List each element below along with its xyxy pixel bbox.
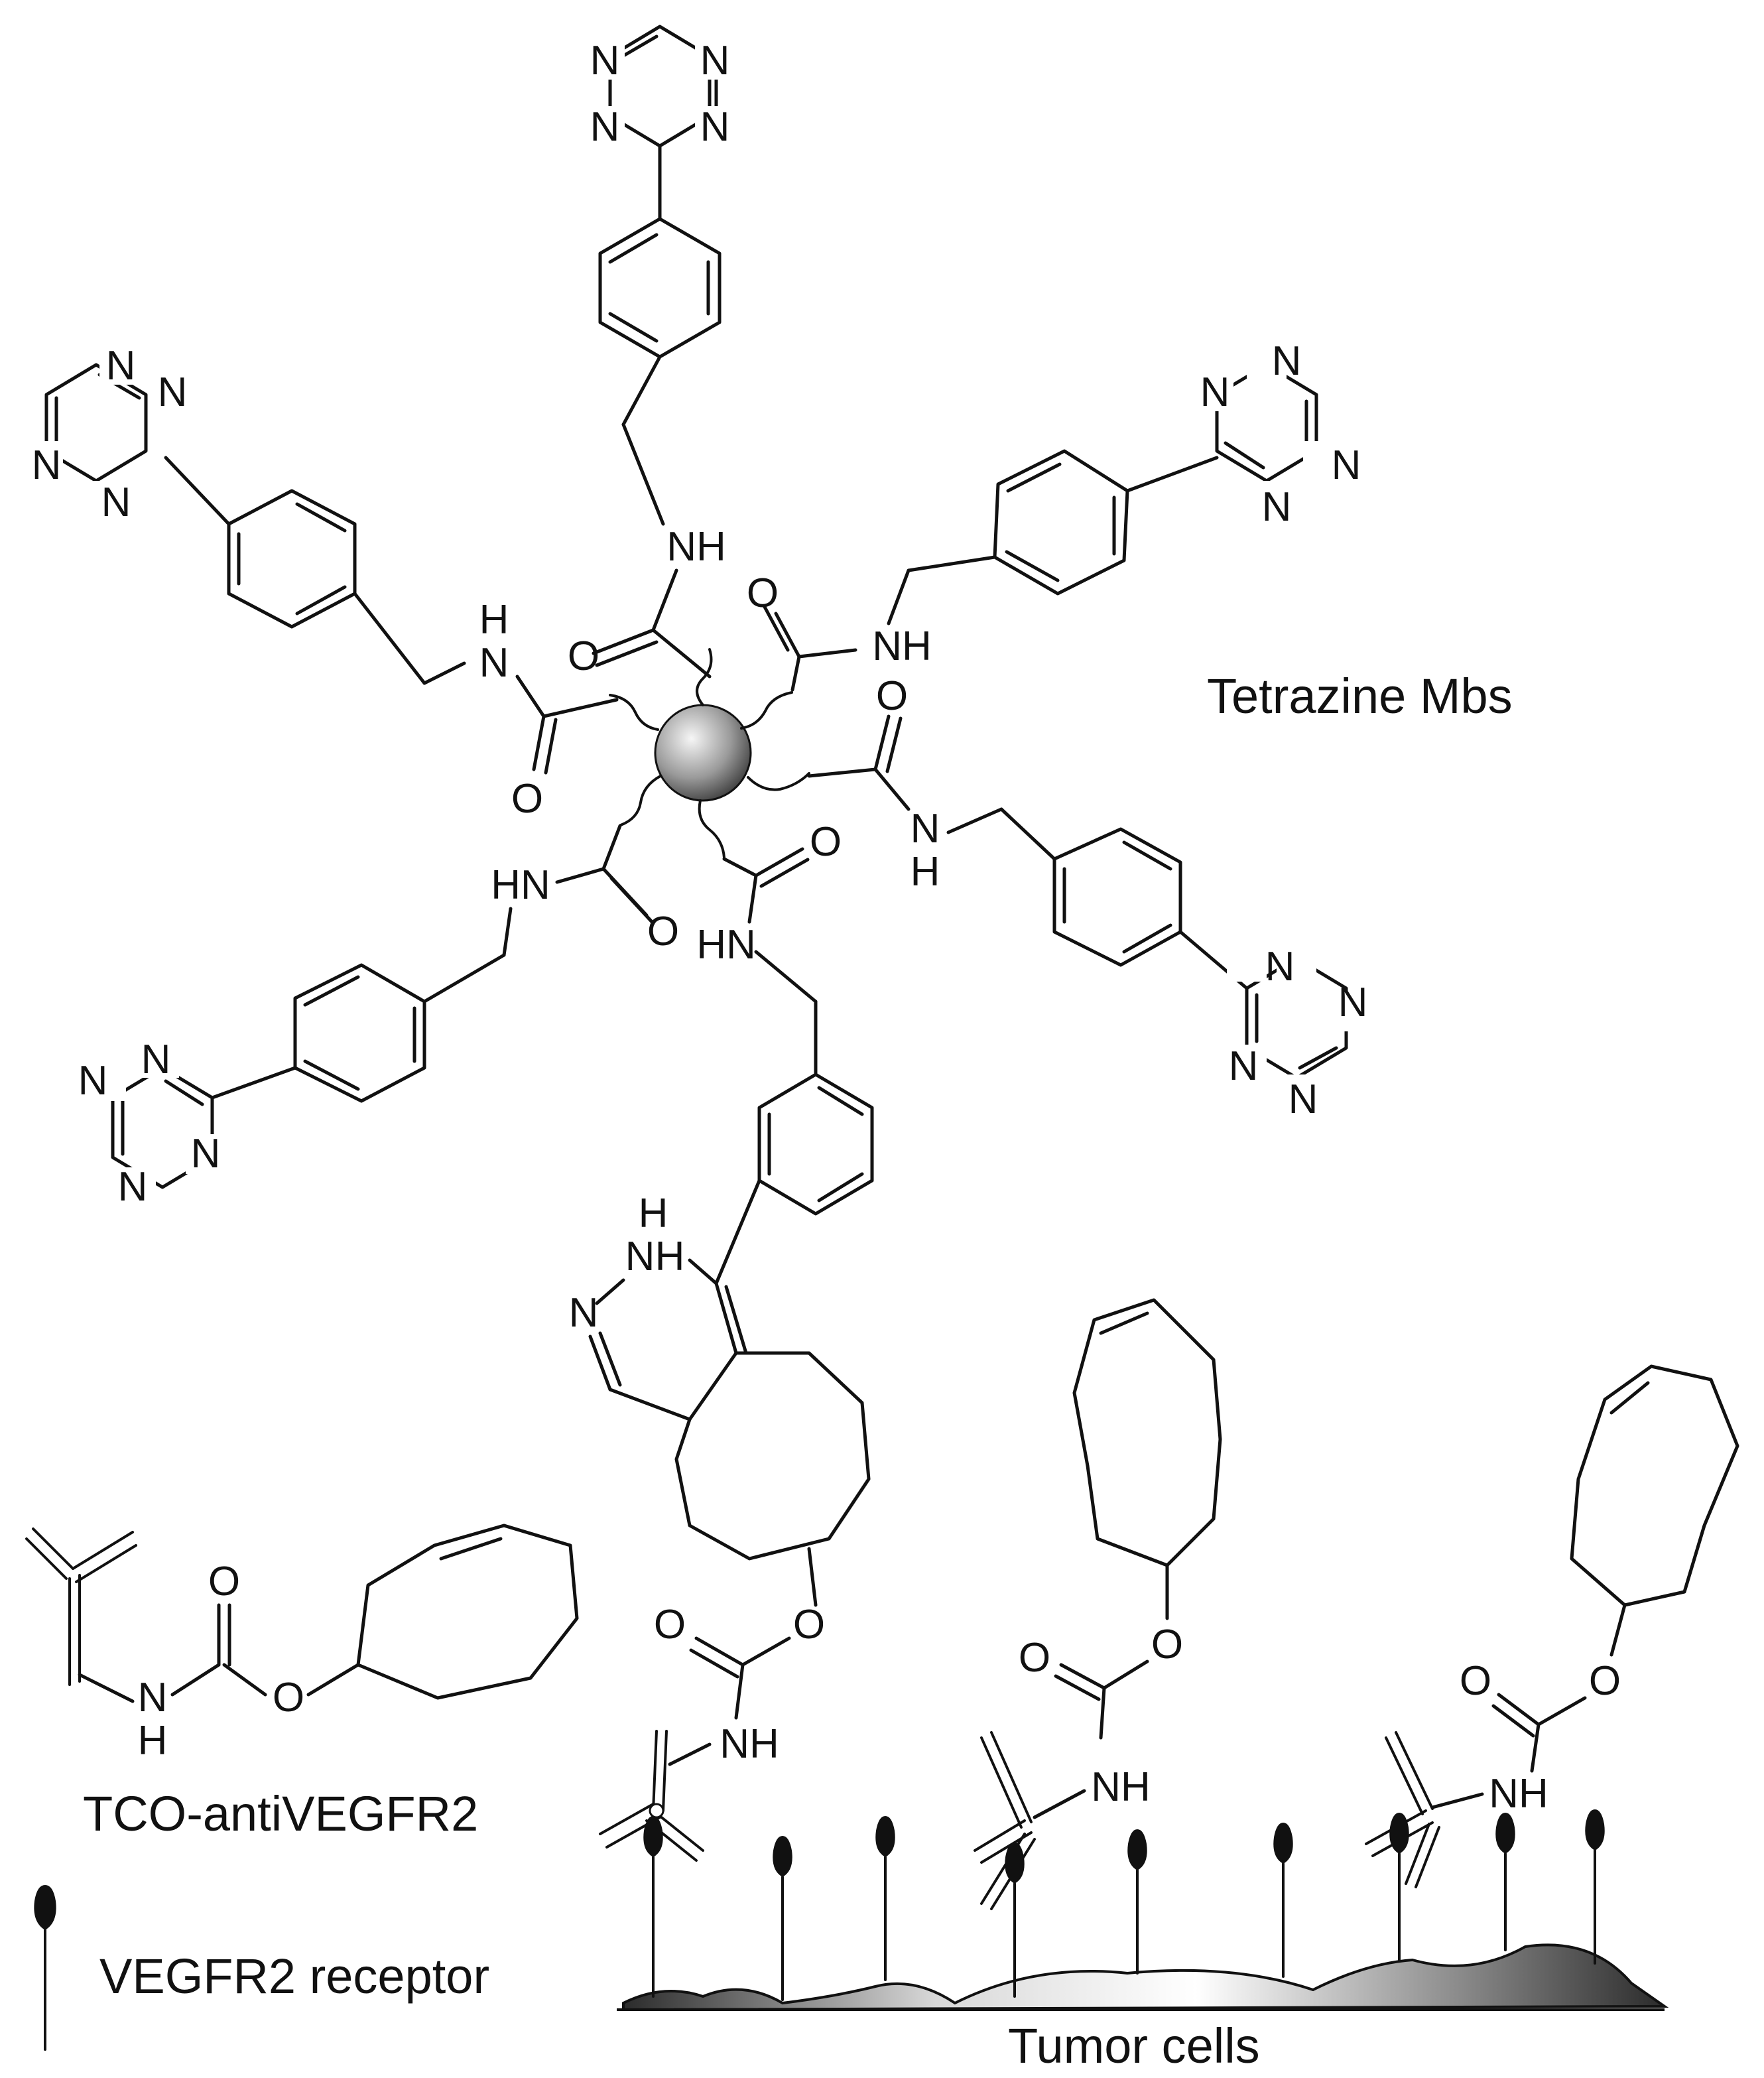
atom-n: N [158,369,188,415]
atom-n: N [141,1037,171,1082]
arm-upper-right: N N N N NH O [747,338,1361,692]
antibody-bound-2 [974,1731,1036,1910]
atom-h: H [911,849,940,895]
atom-h: H [479,597,509,643]
atom-o: O [793,1602,825,1648]
arm-right: O N H N N N N [807,673,1369,1122]
receptor [1495,1813,1515,1951]
atom-o: O [568,633,599,679]
atom-n: N [1265,944,1295,990]
atom-o: O [876,673,908,719]
receptor-legend-icon [34,1885,56,2051]
arm-upper-left: N N N N N H O [23,343,619,822]
receptor [875,1816,895,1981]
atom-o: O [511,776,543,822]
atom-n: N [1262,484,1292,530]
arm-top: N N N N NH O [568,25,735,679]
atom-n: N [1200,369,1230,415]
receptor [1273,1823,1293,1978]
receptor [1585,1809,1605,1965]
atom-nh: NH [872,623,932,669]
atom-h: H [639,1191,668,1236]
antibody-bound-3 [1365,1731,1440,1888]
tumor-cell-surface [617,1943,1669,2012]
tco-antivegfr2-structure: N H O O [25,1524,579,1764]
atom-n: N [191,1131,221,1177]
atom-n: N [479,640,509,686]
atom-n: N [569,1290,599,1336]
label-tetrazine-mbs: Tetrazine Mbs [1207,669,1513,724]
atom-n: N [1338,980,1368,1025]
tetrazine-ring-right: N N N N [1227,939,1369,1122]
label-vegfr2-receptor: VEGFR2 receptor [99,1949,489,2004]
microbubble-core [609,648,810,859]
atom-o: O [273,1675,304,1721]
atom-n: N [625,1234,655,1279]
atom-nh: NH [1489,1771,1548,1817]
atom-n: N [106,343,136,389]
label-tumor-cells: Tumor cells [1008,2018,1260,2073]
atom-n: N [590,38,620,84]
receptor [1005,1843,1025,1998]
tetrazine-ring-upper-left: N N N N [23,343,192,525]
atom-o: O [810,819,842,865]
receptor [773,1836,792,2001]
vegfr2-receptors [643,1809,1605,2001]
atom-o: O [1019,1635,1050,1681]
atom-n: N [101,480,131,525]
atom-n: N [1332,442,1361,488]
atom-n: N [138,1675,168,1721]
atom-o: O [654,1602,686,1648]
tetrazine-ring-top: N N N N [585,25,735,150]
atom-n: N [32,442,62,488]
label-tco-antivegfr2: TCO-antiVEGFR2 [83,1786,478,1841]
atom-n: N [590,104,620,150]
atom-n: N [911,806,940,852]
atom-nh: NH [666,524,726,570]
atom-h: H [655,1234,685,1279]
atom-n: N [118,1164,148,1210]
receptor [1127,1829,1147,1975]
atom-o: O [1151,1622,1183,1667]
tetrazine-ring-upper-right: N N N N [1194,338,1361,530]
atom-nh: NH [1091,1764,1151,1810]
atom-o: O [1589,1658,1621,1704]
pyridazine-adduct: H N H N [569,1191,871,1561]
arm-bottom-clicked: O HN H N H N O O [569,819,874,1862]
atom-n: N [78,1058,108,1104]
atom-hn: HN [696,922,756,968]
arm-lower-left: O HN N N N N [78,824,679,1210]
tco-antibody-bound-3: O O NH [1365,1364,1739,1888]
atom-nh: NH [720,1721,779,1767]
atom-hn: HN [491,862,550,908]
atom-o: O [208,1559,240,1604]
atom-n: N [1229,1043,1259,1089]
atom-o: O [1460,1658,1491,1704]
atom-n: N [1272,338,1302,384]
atom-n: N [1289,1076,1318,1122]
tetrazine-ring-lower-left: N N N N [78,1037,225,1210]
atom-o: O [747,570,779,616]
antibody-legend [25,1527,137,1686]
tco-antibody-bound-2: O O NH [974,1298,1222,1910]
atom-h: H [138,1718,168,1764]
atom-o: O [647,909,679,954]
atom-n: N [700,104,730,150]
atom-n: N [700,38,730,84]
receptor [643,1816,663,1998]
receptor [1389,1813,1409,1961]
